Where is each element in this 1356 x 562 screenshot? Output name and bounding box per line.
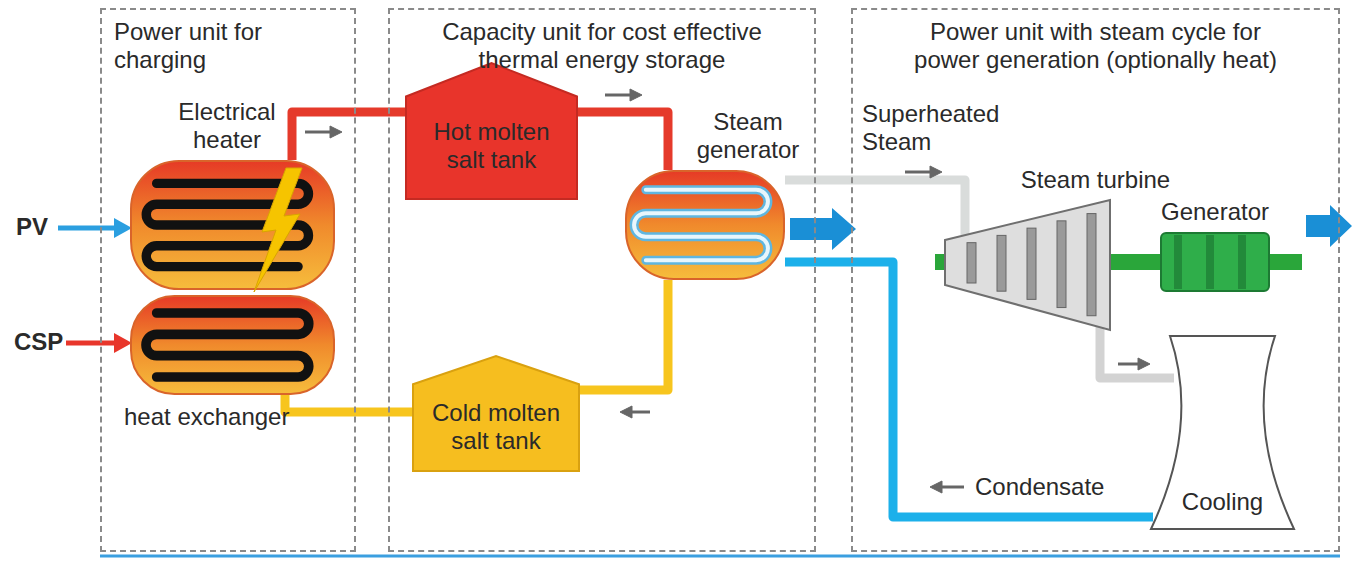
label-holder: heat exchanger	[124, 395, 324, 431]
label-holder: Electrical heater	[162, 98, 292, 160]
tank-shape	[625, 170, 785, 280]
label-holder: Generator	[1148, 198, 1282, 232]
turbine-shape	[945, 200, 1110, 330]
unit-panel: Capacity unit for cost effective thermal…	[388, 8, 816, 552]
component-label: heat exchanger	[124, 403, 324, 431]
house-component: Cold molten salt tank	[412, 355, 580, 472]
tank-component: Steam generator	[625, 170, 785, 280]
tank-shape	[130, 295, 335, 395]
tank-component: heat exchanger	[130, 295, 335, 395]
unit-panel: Power unit with steam cycle for power ge…	[851, 8, 1340, 552]
turbine-component: Steam turbine	[945, 200, 1110, 330]
pipe-connector	[1100, 326, 1174, 378]
panel-heading: Capacity unit for cost effective thermal…	[412, 18, 792, 74]
input-label: PV	[16, 213, 76, 241]
output-arrow	[790, 208, 856, 250]
tower-component: Cooling	[1150, 335, 1295, 530]
gen-component: Generator	[1160, 232, 1270, 292]
component-label: Steam generator	[683, 108, 813, 164]
house-component: Hot molten salt tank	[405, 62, 578, 200]
label-holder: Steam turbine	[1003, 166, 1188, 200]
pipe-connector	[578, 112, 668, 170]
component-label: Cold molten salt tank	[424, 399, 568, 455]
component-label: Steam turbine	[1003, 166, 1188, 194]
pipe-connector	[785, 180, 965, 235]
output-arrow	[1306, 205, 1352, 247]
component-label: Generator	[1148, 198, 1282, 226]
label-holder: Steam generator	[683, 108, 813, 170]
pipe-connector	[285, 395, 412, 412]
bottom-strip	[100, 555, 1340, 558]
csp-arrow	[66, 333, 132, 353]
pv-arrow	[58, 218, 132, 238]
component-label: Hot molten salt tank	[417, 118, 566, 174]
pipe-connector	[1110, 262, 1160, 263]
panel-heading: Power unit with steam cycle for power ge…	[896, 18, 1296, 74]
component-label: Electrical heater	[162, 98, 292, 154]
gen-shape	[1160, 232, 1270, 292]
input-label: CSP	[14, 328, 84, 356]
component-label: Cooling	[1182, 488, 1263, 516]
tank-component: Electrical heater	[130, 160, 335, 290]
unit-panel: Power unit for chargingElectrical heater…	[100, 8, 356, 552]
pipe-connector	[580, 280, 668, 390]
flow-label: Superheated Steam	[862, 100, 1012, 156]
tank-shape	[130, 160, 335, 290]
panel-heading: Power unit for charging	[114, 18, 324, 74]
flow-label: Condensate	[975, 473, 1125, 501]
